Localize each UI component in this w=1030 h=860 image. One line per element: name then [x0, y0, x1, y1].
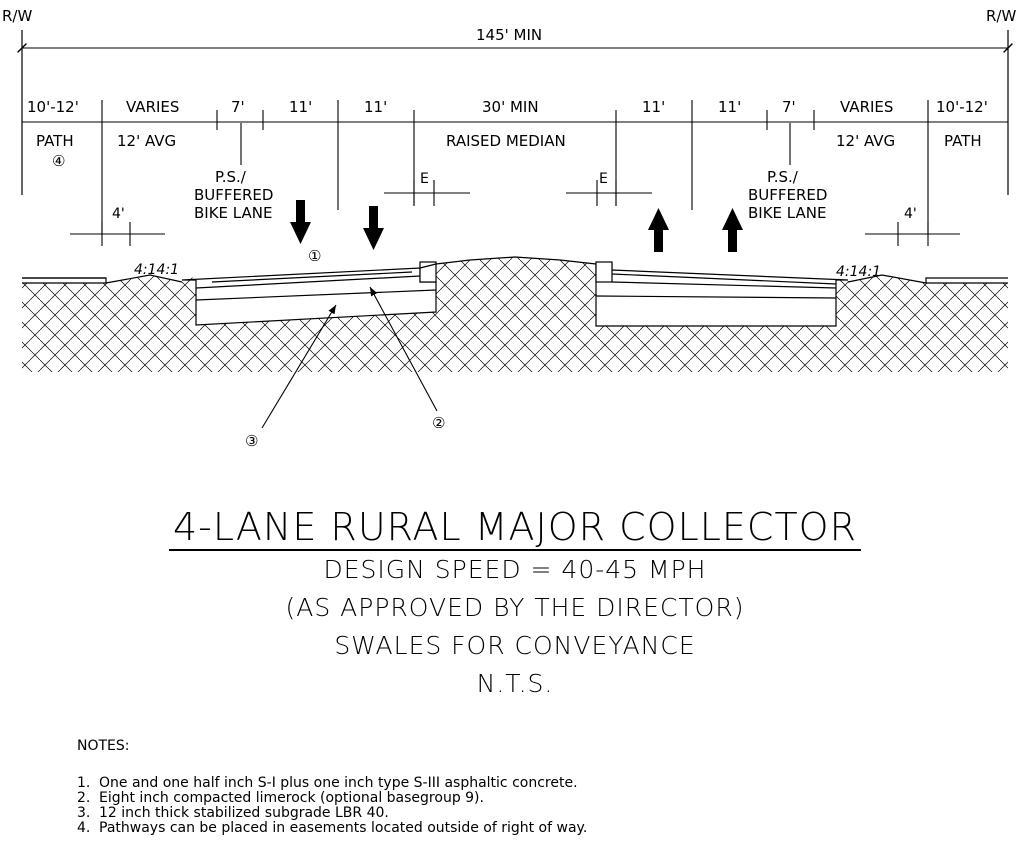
notes-block: NOTES: 1. One and one half inch S-I plus… [77, 738, 1017, 836]
note-number: 3. [77, 805, 91, 821]
four-right-label: 4' [904, 206, 917, 222]
up-arrow-icon [722, 208, 743, 252]
note-number: 1. [77, 775, 91, 791]
earth-hatch [22, 257, 1008, 372]
ps-right-line1: P.S./ [767, 168, 799, 186]
path-right-label: PATH [944, 132, 982, 150]
note-text: 12 inch thick stabilized subgrade LBR 40… [99, 805, 389, 821]
ps-right-line3: BIKE LANE [748, 204, 826, 222]
dim-left-path: 10'-12' [27, 98, 79, 116]
note-text: One and one half inch S-I plus one inch … [99, 775, 578, 791]
note-text: Pathways can be placed in easements loca… [99, 820, 588, 836]
note-number: 2. [77, 790, 91, 806]
overall-width-label: 145' MIN [476, 26, 542, 44]
path-left-label: PATH [36, 132, 74, 150]
note-item: 4. Pathways can be placed in easements l… [77, 821, 1017, 836]
title-block: 4-LANE RURAL MAJOR COLLECTOR DESIGN SPEE… [0, 505, 1030, 703]
callout-3-leader [261, 304, 337, 429]
note-item: 1. One and one half inch S-I plus one in… [77, 776, 1017, 791]
down-arrow-icon [290, 200, 311, 244]
callout-1: ① [308, 247, 321, 265]
dim-right-path: 10'-12' [936, 98, 988, 116]
callout-2-leader [369, 286, 438, 412]
right-pavement-section [595, 261, 849, 327]
dim-left-lane2: 11' [364, 98, 387, 116]
rw-right-label: R/W [986, 7, 1016, 25]
note-item: 3. 12 inch thick stabilized subgrade LBR… [77, 806, 1017, 821]
dim-left-varies: VARIES [126, 98, 179, 116]
callout-4: ④ [52, 152, 65, 170]
subtitle-line-4: N.T.S. [476, 669, 554, 698]
notes-heading: NOTES: [77, 738, 130, 754]
note-item: 2. Eight inch compacted limerock (option… [77, 791, 1017, 806]
dim-right-lane1: 11' [642, 98, 665, 116]
dim-left-ps: 7' [231, 98, 245, 116]
slope-right-label: 4:14:1 [836, 264, 881, 280]
e-right-label: E [599, 171, 608, 187]
ps-left-line2: BUFFERED [194, 186, 273, 204]
dim-right-lane2: 11' [718, 98, 741, 116]
dim-right-varies: VARIES [840, 98, 893, 116]
e-left-label: E [420, 171, 429, 187]
dim-left-lane1: 11' [289, 98, 312, 116]
note-text: Eight inch compacted limerock (optional … [99, 790, 484, 806]
rw-left-label: R/W [2, 7, 32, 25]
ps-right-line2: BUFFERED [748, 186, 827, 204]
subtitle-line-2: (AS APPROVED BY THE DIRECTOR) [285, 593, 745, 622]
dim-median: 30' MIN [482, 98, 539, 116]
four-left-label: 4' [112, 206, 125, 222]
raised-median-label: RAISED MEDIAN [446, 132, 566, 150]
ps-left-line1: P.S./ [215, 168, 247, 186]
drawing-title: 4-LANE RURAL MAJOR COLLECTOR [168, 505, 861, 551]
avg-left-label: 12' AVG [117, 132, 176, 150]
slope-left-label: 4:14:1 [134, 262, 179, 278]
dim-right-ps: 7' [782, 98, 796, 116]
down-arrow-icon [363, 206, 384, 250]
subtitle-line-1: DESIGN SPEED = 40-45 MPH [323, 555, 707, 584]
subtitle-line-3: SWALES FOR CONVEYANCE [334, 631, 696, 660]
up-arrow-icon [648, 208, 669, 252]
callout-3: ③ [245, 432, 258, 450]
note-number: 4. [77, 820, 91, 836]
left-pavement-section [181, 261, 437, 326]
median-surface [435, 256, 597, 265]
ps-left-line3: BIKE LANE [194, 204, 272, 222]
callout-2: ② [432, 414, 445, 432]
avg-right-label: 12' AVG [836, 132, 895, 150]
